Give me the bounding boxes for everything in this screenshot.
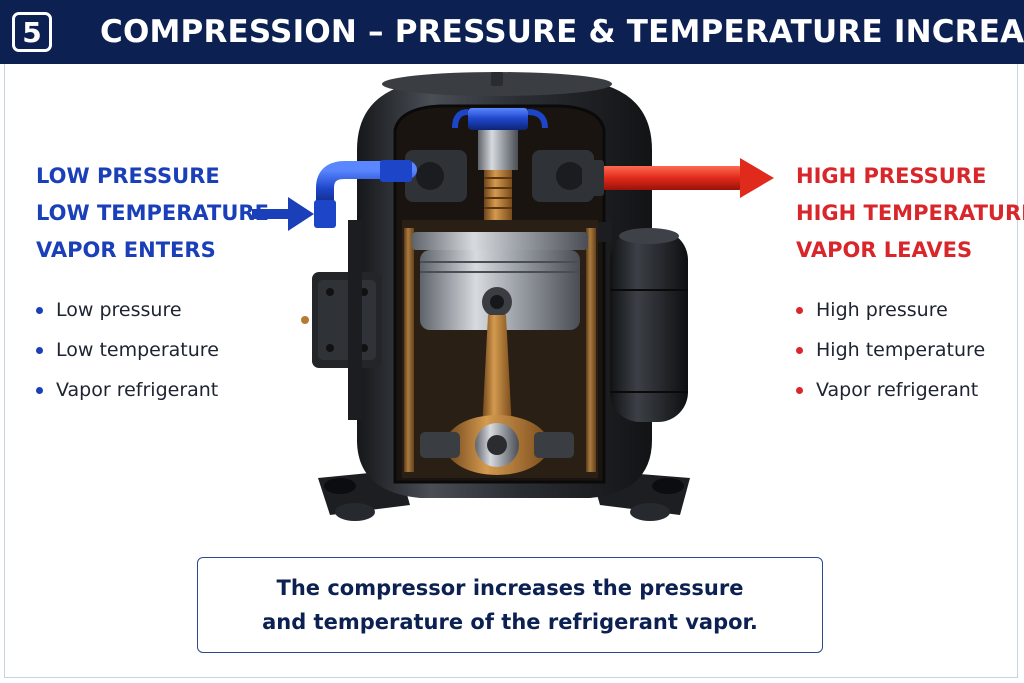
bullet-text: Low temperature — [56, 339, 219, 361]
inlet-heading-line: LOW TEMPERATURE — [36, 201, 269, 225]
inlet-bullet-list: Low pressure Low temperature Vapor refri… — [36, 290, 219, 410]
bullet-dot-icon — [796, 386, 803, 394]
header-bar: 5 COMPRESSION – PRESSURE & TEMPERATURE I… — [0, 0, 1024, 64]
list-item: High pressure — [796, 290, 985, 330]
list-item: High temperature — [796, 330, 985, 370]
inlet-heading-line: LOW PRESSURE — [36, 164, 220, 188]
caption-line: The compressor increases the pressure — [276, 576, 744, 600]
bullet-dot-icon — [36, 346, 43, 354]
bullet-dot-icon — [36, 386, 43, 394]
outlet-heading-line: VAPOR LEAVES — [796, 238, 973, 262]
content-frame — [4, 64, 1018, 678]
list-item: Vapor refrigerant — [36, 370, 219, 410]
outlet-heading: HIGH PRESSURE HIGH TEMPERATURE VAPOR LEA… — [796, 158, 1024, 269]
valve-spring — [484, 170, 512, 220]
outlet-heading-line: HIGH TEMPERATURE — [796, 201, 1024, 225]
inlet-heading-line: VAPOR ENTERS — [36, 238, 216, 262]
list-item: Vapor refrigerant — [796, 370, 985, 410]
caption-line: and temperature of the refrigerant vapor… — [262, 610, 758, 634]
inlet-pipe — [314, 160, 417, 228]
inlet-arrow-icon — [252, 197, 314, 231]
bullet-text: Low pressure — [56, 299, 182, 321]
outlet-pipe — [582, 158, 774, 198]
inlet-heading: LOW PRESSURE LOW TEMPERATURE VAPOR ENTER… — [36, 158, 269, 269]
bullet-text: Vapor refrigerant — [56, 379, 219, 401]
bullet-dot-icon — [36, 306, 43, 314]
piston — [420, 250, 580, 330]
list-item: Low pressure — [36, 290, 219, 330]
bullet-dot-icon — [796, 346, 803, 354]
outlet-heading-line: HIGH PRESSURE — [796, 164, 987, 188]
accumulator-tank — [598, 222, 688, 422]
bullet-text: High temperature — [816, 339, 986, 361]
bullet-text: High pressure — [816, 299, 948, 321]
bullet-text: Vapor refrigerant — [816, 379, 979, 401]
outlet-bullet-list: High pressure High temperature Vapor ref… — [796, 290, 985, 410]
crankshaft — [420, 415, 574, 475]
step-number-badge: 5 — [12, 12, 52, 52]
bullet-dot-icon — [796, 306, 803, 314]
page-title: COMPRESSION – PRESSURE & TEMPERATURE INC… — [100, 14, 1024, 50]
terminal-box — [301, 272, 382, 368]
list-item: Low temperature — [36, 330, 219, 370]
caption-box: The compressor increases the pressure an… — [197, 557, 823, 653]
connecting-rod — [482, 315, 512, 430]
